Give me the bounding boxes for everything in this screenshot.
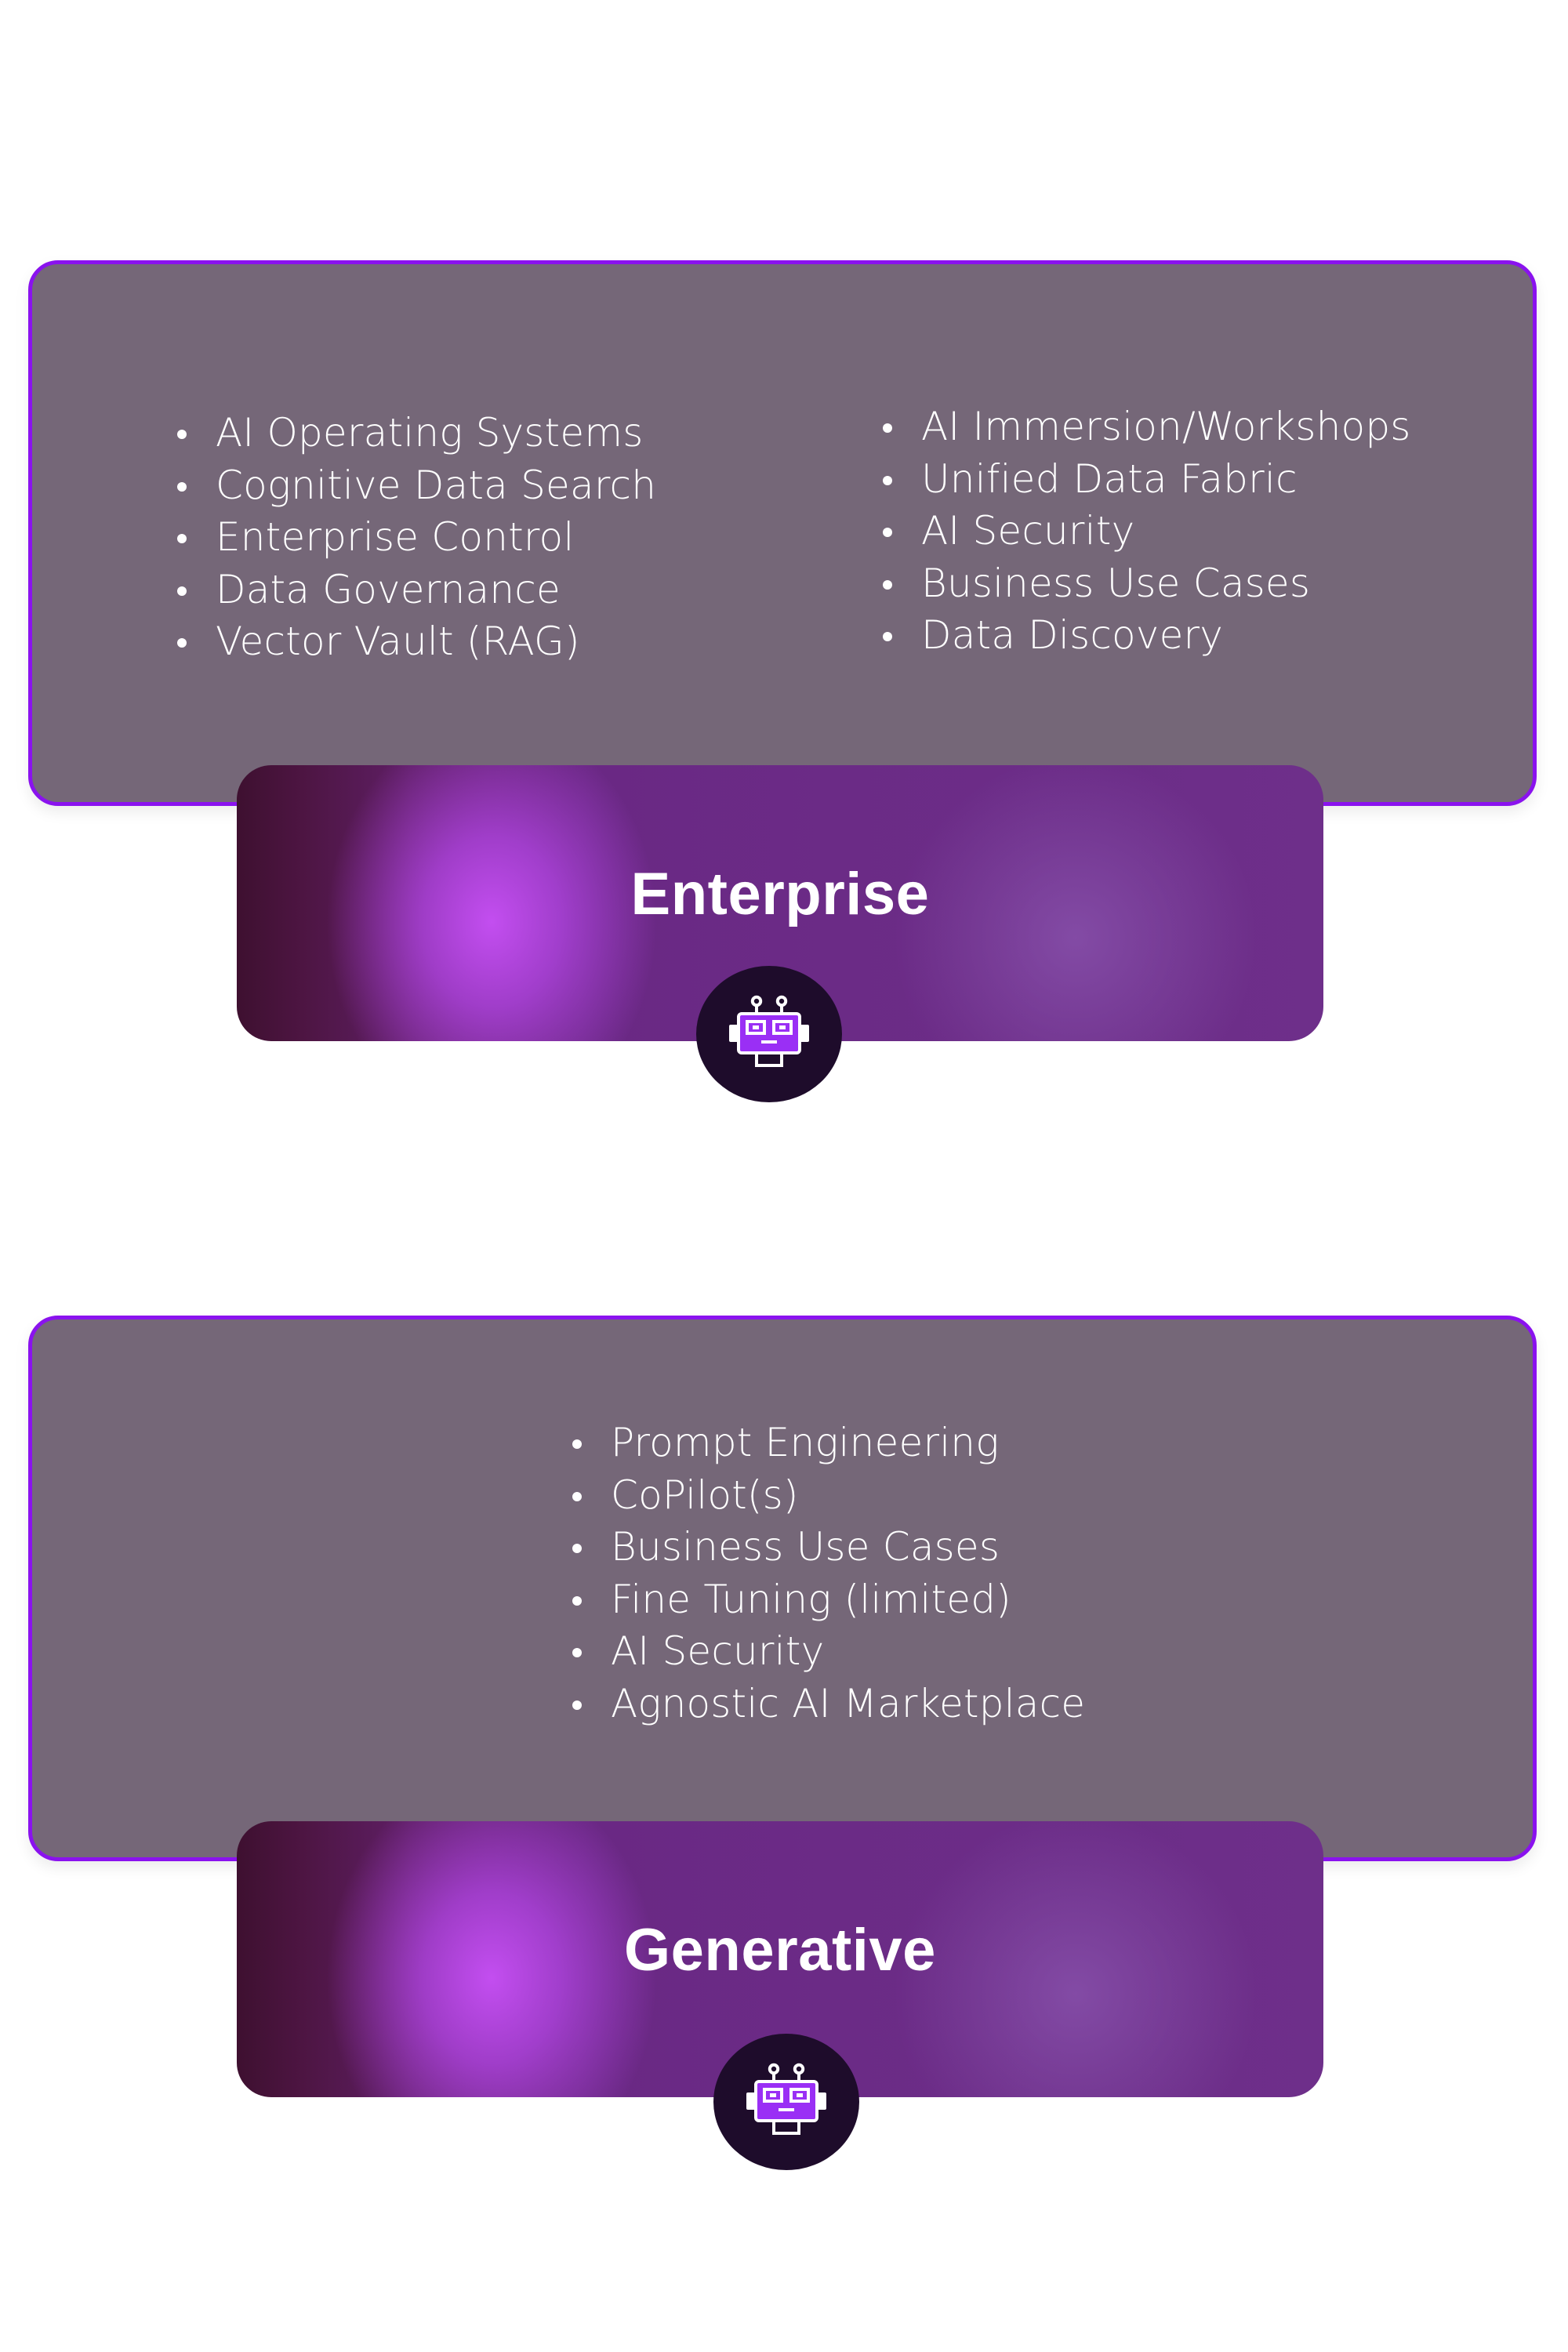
- list-item: Data Discovery: [879, 609, 1411, 662]
- list-item: Vector Vault (RAG): [173, 615, 656, 668]
- generative-title: Generative: [624, 1917, 936, 1984]
- list-item: Fine Tuning (limited): [568, 1573, 1085, 1626]
- list-item: AI Immersion/Workshops: [879, 401, 1411, 453]
- list-item: AI Operating Systems: [173, 407, 656, 459]
- enterprise-title: Enterprise: [630, 861, 930, 927]
- enterprise-panel: AI Operating Systems Cognitive Data Sear…: [28, 260, 1537, 806]
- generative-badge: [713, 2034, 859, 2170]
- list-item: Unified Data Fabric: [879, 453, 1411, 506]
- list-item: AI Security: [568, 1625, 1085, 1678]
- list-item: Business Use Cases: [568, 1521, 1085, 1573]
- list-item: Cognitive Data Search: [173, 459, 656, 512]
- list-item: CoPilot(s): [568, 1469, 1085, 1522]
- enterprise-left-list: AI Operating Systems Cognitive Data Sear…: [173, 407, 656, 668]
- list-item: Prompt Engineering: [568, 1417, 1085, 1469]
- robot-icon: [746, 2063, 826, 2135]
- list-item: Data Governance: [173, 564, 656, 616]
- enterprise-right-list: AI Immersion/Workshops Unified Data Fabr…: [879, 401, 1411, 662]
- list-item: Enterprise Control: [173, 511, 656, 564]
- generative-list: Prompt Engineering CoPilot(s) Business U…: [568, 1417, 1085, 1730]
- list-item: AI Security: [879, 505, 1411, 557]
- generative-panel: Prompt Engineering CoPilot(s) Business U…: [28, 1316, 1537, 1861]
- list-item: Agnostic AI Marketplace: [568, 1678, 1085, 1730]
- list-item: Business Use Cases: [879, 557, 1411, 610]
- enterprise-badge: [696, 966, 842, 1102]
- robot-icon: [729, 995, 809, 1067]
